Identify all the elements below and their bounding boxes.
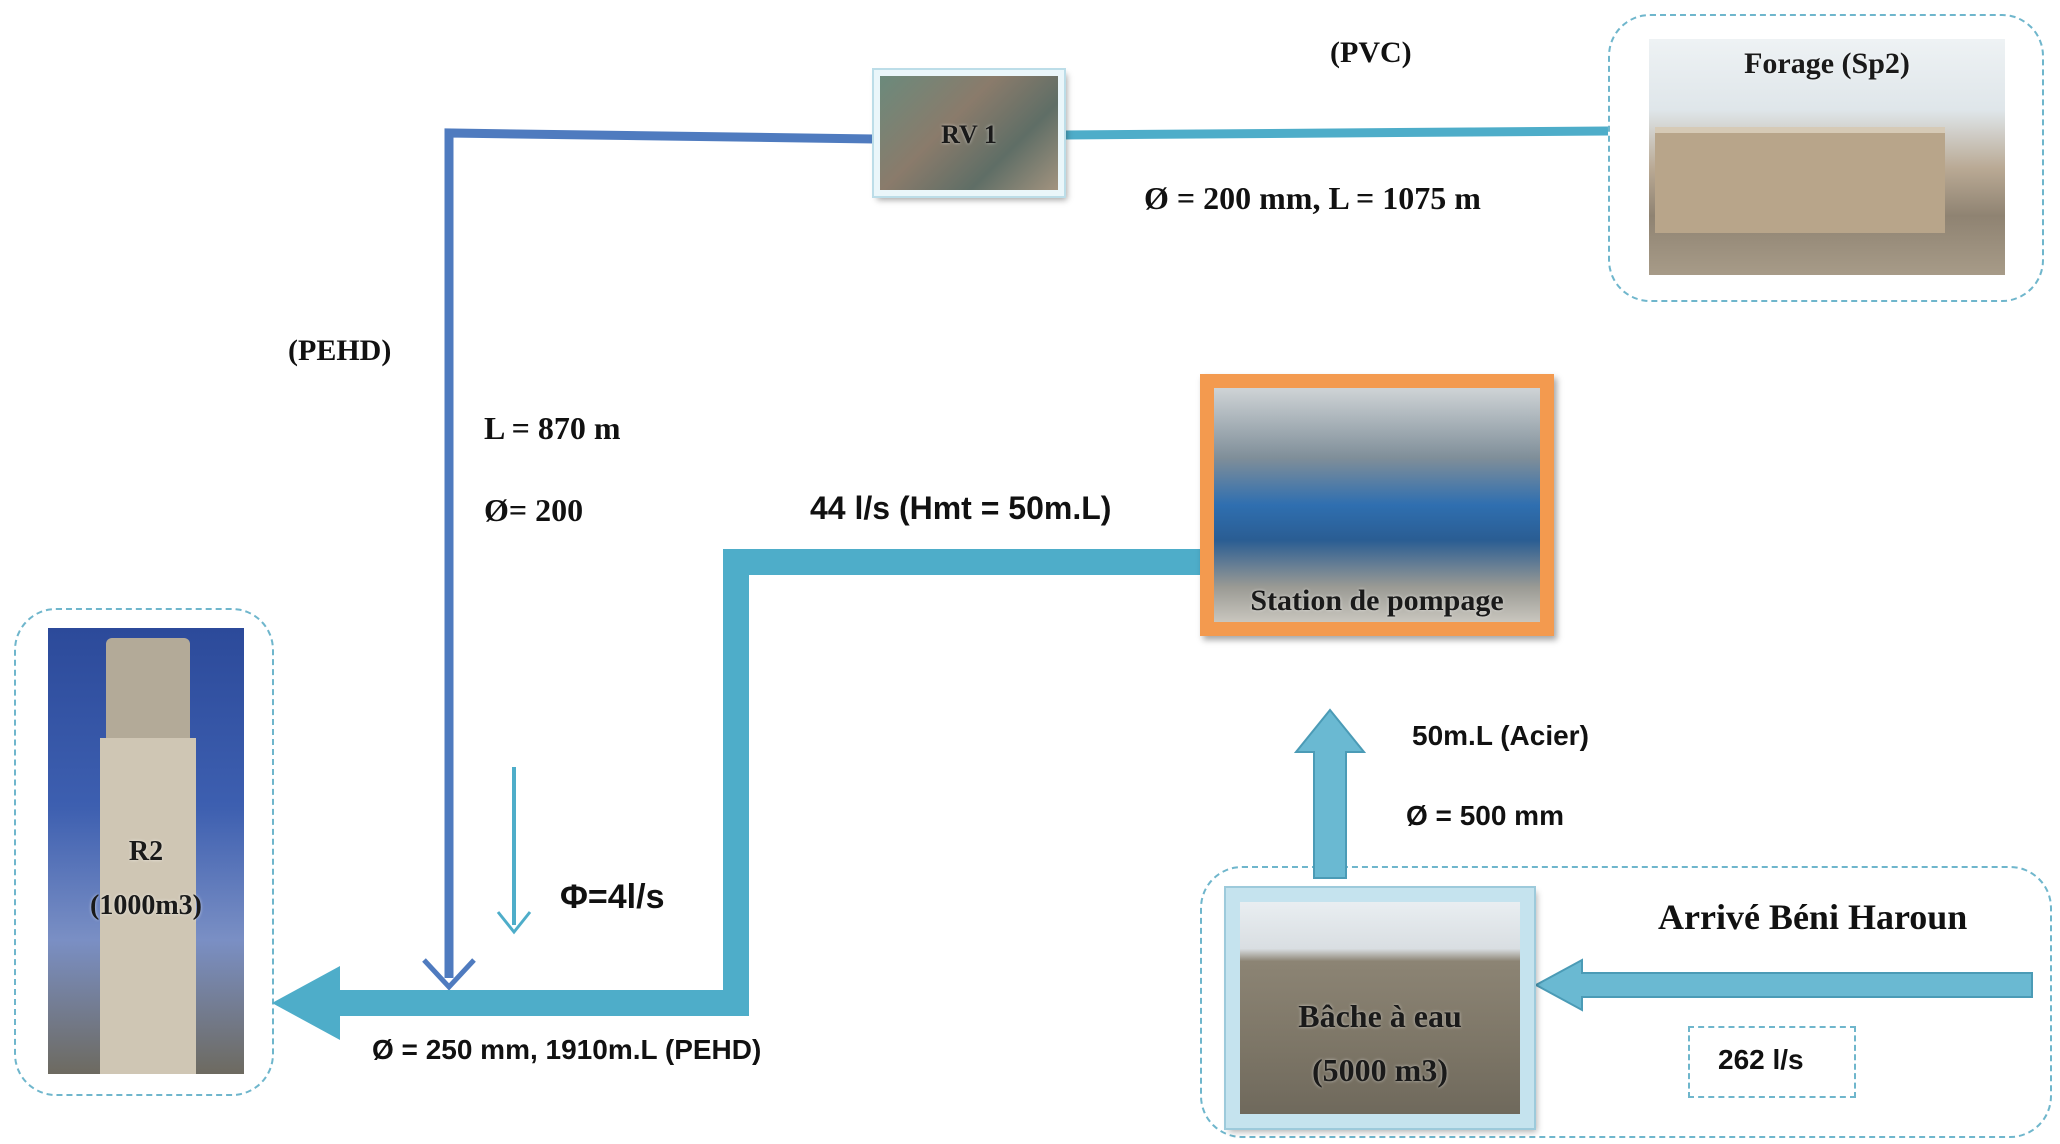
- r2-node: R2 (1000m3): [48, 628, 244, 1074]
- water-tank-building-photo-icon: [1240, 902, 1520, 1114]
- borehole-building-photo-icon: [1649, 39, 2005, 275]
- reservoir-photo-icon: [880, 76, 1058, 190]
- arrive-arrow: [1533, 958, 2033, 1012]
- small-flow-arrowhead: [496, 911, 532, 935]
- water-tower-photo-icon: [48, 628, 244, 1074]
- steel-diameter-label: Ø = 500 mm: [1406, 800, 1564, 831]
- bache-label-line2: (5000 m3): [1312, 1052, 1448, 1088]
- steel-length-label: 50m.L (Acier): [1412, 720, 1589, 751]
- bache-group-box: [1200, 866, 2052, 1138]
- pipe-station-main: [340, 549, 1200, 1016]
- rv1-label: RV 1: [941, 120, 997, 149]
- pipe-rv1-diameter-label: Ø= 200: [484, 492, 584, 528]
- small-flow-label: Φ=4l/s: [560, 878, 665, 916]
- pipe-forage-rv1: [1063, 126, 1609, 140]
- forage-group-box: [1608, 14, 2044, 302]
- station-flow-label: 44 l/s (Hmt = 50m.L): [810, 490, 1112, 526]
- forage-label: Forage (Sp2): [1744, 47, 1910, 80]
- pehd-label: (PEHD): [288, 334, 392, 367]
- pipe-rv1-length-label: L = 870 m: [484, 410, 621, 446]
- rv1-node: RV 1: [874, 70, 1064, 196]
- arrive-label: Arrivé Béni Haroun: [1658, 897, 1968, 937]
- arrive-flow-box: [1688, 1026, 1856, 1098]
- pipe-rv1-arrowhead: [422, 958, 476, 991]
- forage-node: Forage (Sp2): [1646, 36, 2008, 278]
- r2-label-line1: R2: [128, 836, 164, 867]
- arrive-flow-label: 262 l/s: [1718, 1044, 1804, 1075]
- station-label: Station de pompage: [1250, 584, 1504, 617]
- pipe-forage-rv1-label: Ø = 200 mm, L = 1075 m: [1144, 180, 1481, 216]
- bache-label-line1: Bâche à eau: [1298, 998, 1462, 1034]
- main-pipe-arrowhead: [272, 966, 340, 1040]
- station-node: Station de pompage: [1200, 374, 1554, 636]
- r2-group-box: [14, 608, 274, 1096]
- pipe-main-label: Ø = 250 mm, 1910m.L (PEHD): [372, 1034, 762, 1065]
- pipe-rv1-r2: [444, 128, 875, 978]
- r2-label-line2: (1000m3): [90, 890, 202, 921]
- bache-station-arrow: [1293, 708, 1367, 879]
- pump-station-photo-icon: [1214, 388, 1540, 622]
- bache-node: Bâche à eau (5000 m3): [1226, 888, 1534, 1128]
- pvc-label: (PVC): [1330, 36, 1412, 69]
